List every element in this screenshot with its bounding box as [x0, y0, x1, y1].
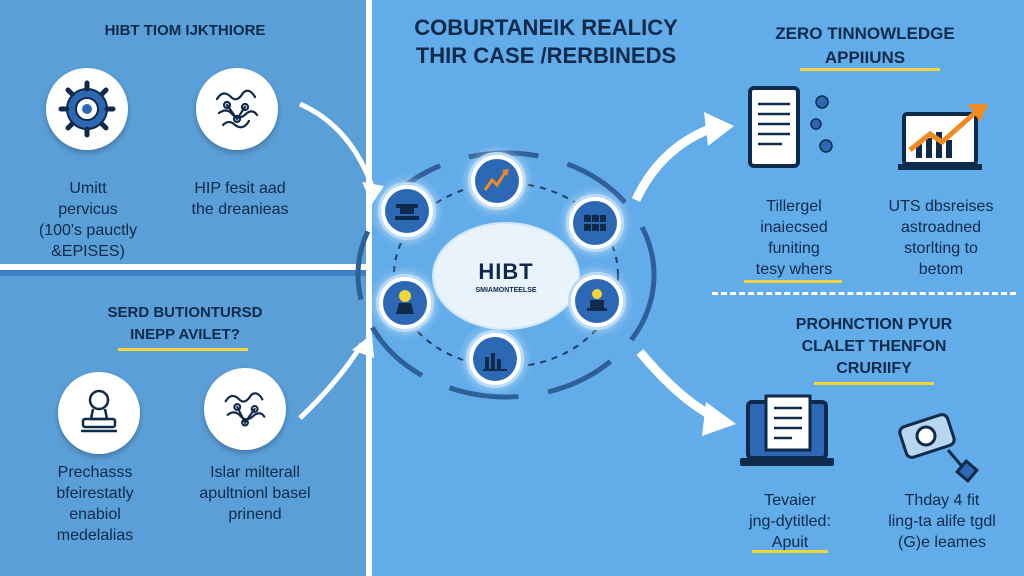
right-bottom-item-1-underline	[752, 550, 828, 553]
center-hub: HIBT SMIAMONTEELSE	[432, 222, 580, 330]
orbit-node-factory	[466, 330, 524, 388]
blocks-icon	[584, 215, 606, 231]
right-top-heading-underline	[800, 68, 940, 71]
left-bottom-heading: SERD BUTIONTURSD INEPP AVILET?	[107, 304, 263, 343]
worker-laptop-icon	[587, 289, 607, 311]
hub-title: HIBT	[478, 258, 534, 284]
left-bottom-item-2-text: Islar milterall apultnionl basel prinend	[199, 464, 311, 523]
right-bottom-item-2-text: Thday 4 fit ling-ta alife tgdl (G)e leam…	[888, 492, 996, 551]
orbit-node-press	[378, 182, 436, 240]
scribble-network-icon	[215, 89, 259, 129]
left-top-item-1-icon-circle	[46, 68, 128, 150]
arrow-right-top	[631, 123, 714, 202]
orbit-node-blocks	[566, 194, 624, 252]
left-top-item-2-text: HIP fesit aad the dreanieas	[191, 180, 289, 218]
camera-tool-icon	[898, 413, 979, 483]
left-top-heading: HIBT TIOM IJKTHIORE	[104, 22, 266, 39]
right-top-item-2-text: UTS dbsreises astroadned storlting to be…	[888, 198, 994, 278]
trend-chart-icon	[483, 169, 509, 191]
right-bottom-heading-underline	[814, 382, 934, 385]
press-machine-icon	[395, 204, 419, 220]
left-top-item-2-icon-circle	[196, 68, 278, 150]
vertical-divider	[366, 0, 372, 576]
gear-icon	[58, 80, 116, 138]
center-heading: COBURTANEIK REALICY THIR CASE /RERBINEDS	[414, 15, 678, 68]
right-bottom-heading: PROHNCTION PYUR CLALET THENFON CRURIIFY	[795, 316, 953, 377]
orbit-node-chart	[468, 152, 526, 210]
right-top-item-1-underline	[744, 280, 842, 283]
laptop-chart-icon	[898, 104, 988, 170]
left-bottom-item-1-icon-circle	[58, 372, 140, 454]
orbit-node-worker	[568, 272, 626, 330]
right-bottom-item-1-text: Tevaier jng-dytitled: Apuit	[749, 492, 831, 551]
right-top-heading: ZERO TINNOWLEDGE APPIIUNS	[775, 24, 955, 67]
right-dashed-divider	[712, 292, 1016, 295]
left-bottom-item-2-icon-circle	[204, 368, 286, 450]
arrow-left-top	[298, 101, 375, 187]
person-stamp-icon	[81, 389, 117, 433]
tablet-document-icon	[748, 86, 833, 168]
left-top-item-1-text: Umitt pervicus (100's pauctly &EPISES)	[38, 180, 138, 260]
scribble-network-icon	[224, 392, 266, 427]
orbit-node-manager	[376, 274, 434, 332]
laptop-document-icon	[740, 394, 834, 466]
hub-subtitle: SMIAMONTEELSE	[475, 286, 537, 294]
factory-icon	[483, 353, 507, 371]
manager-icon	[396, 290, 414, 314]
arrow-right-bottom	[636, 349, 719, 423]
left-bottom-item-1-text: Prechasss bfeirestatly enabiol medelalia…	[56, 464, 134, 544]
right-top-item-1-text: Tillergel inaiecsed funiting tesy whers	[755, 198, 833, 278]
arrow-left-bottom	[298, 342, 365, 420]
left-bottom-heading-underline	[118, 348, 248, 351]
